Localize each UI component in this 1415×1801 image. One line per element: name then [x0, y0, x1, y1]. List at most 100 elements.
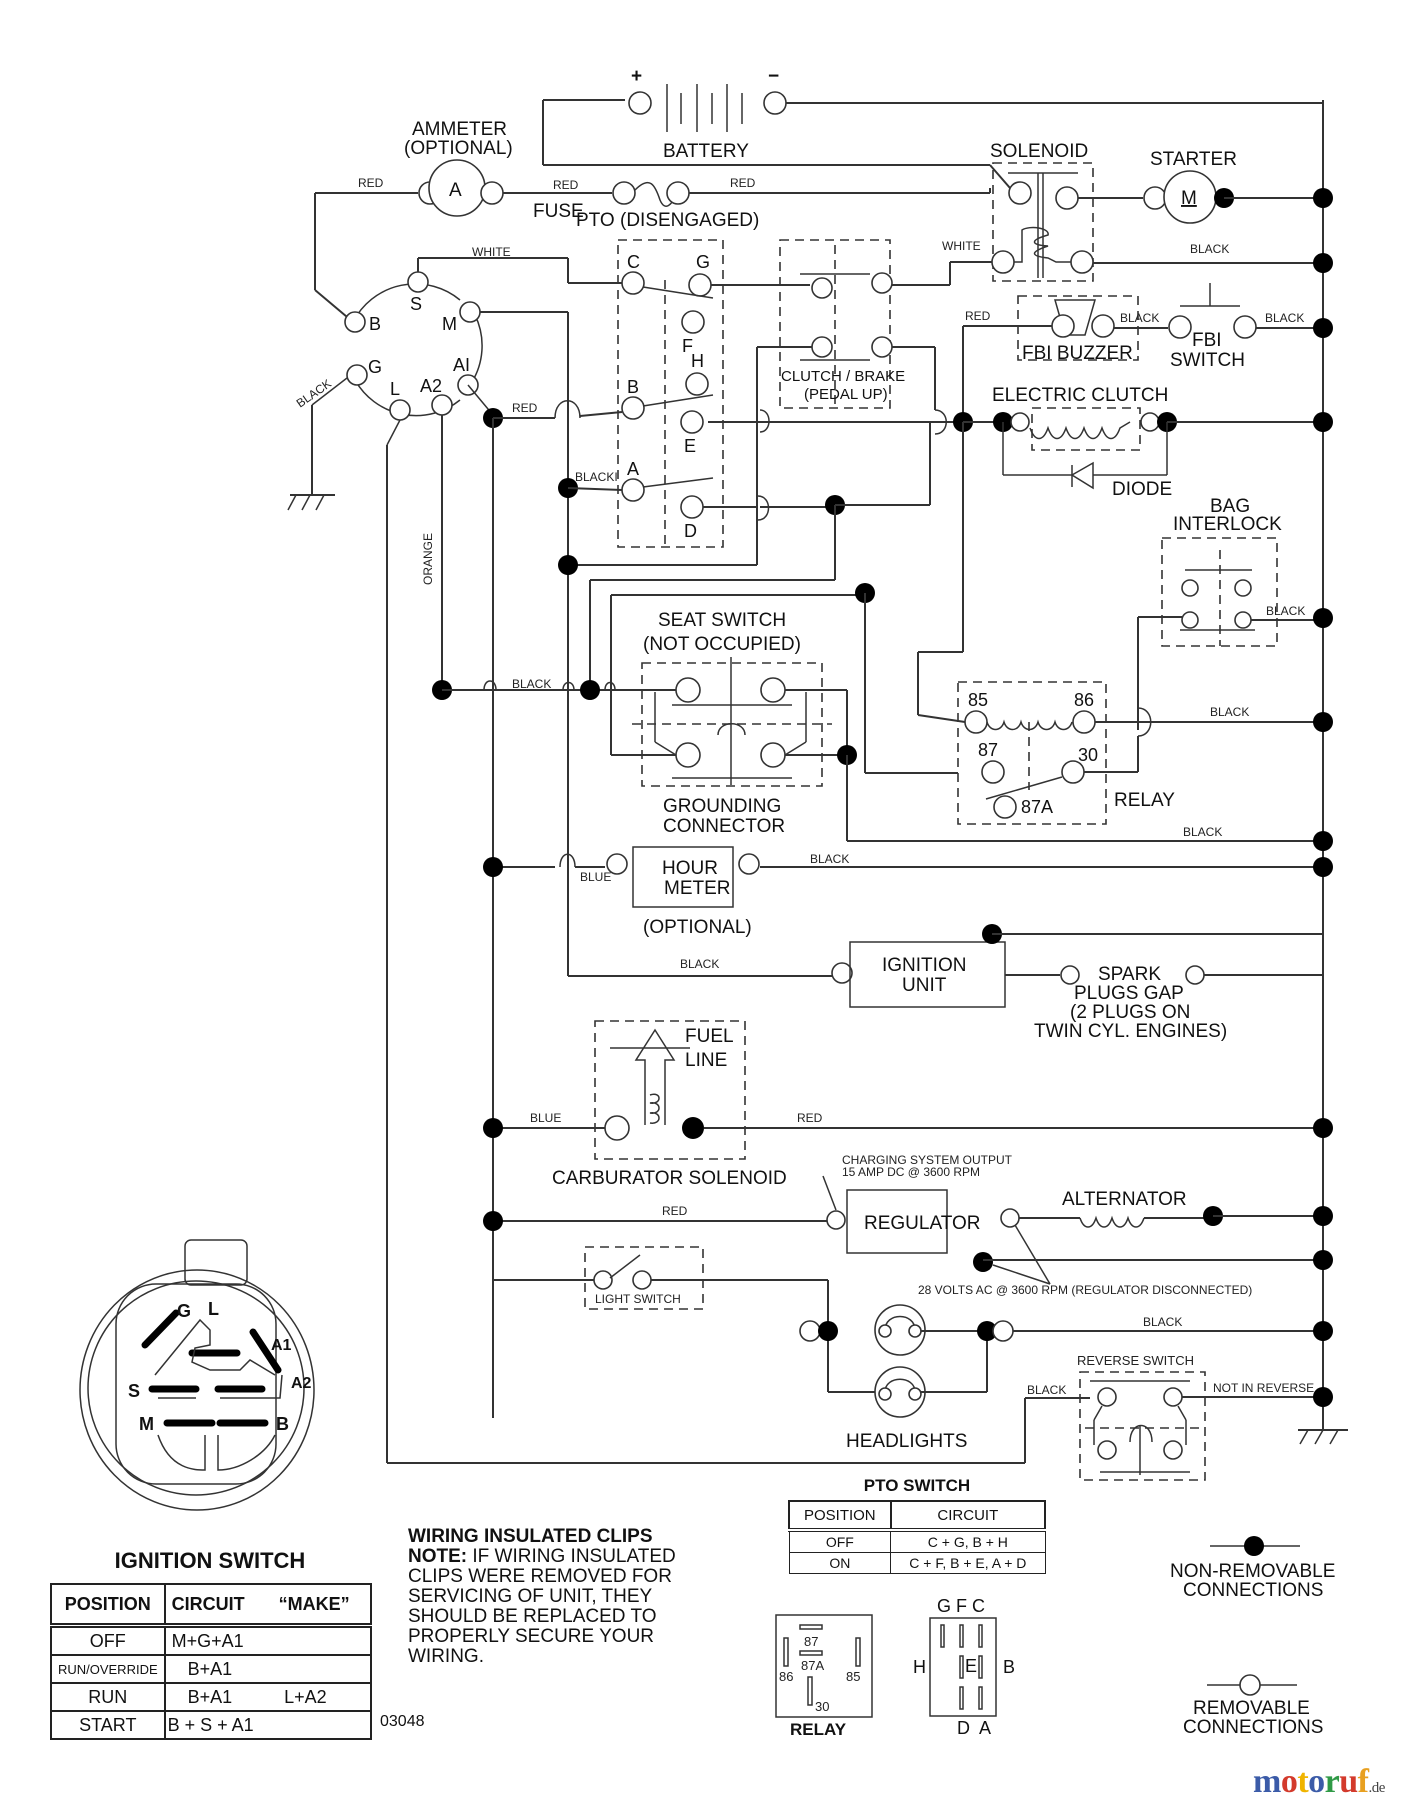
brand-letter: r — [1324, 1763, 1340, 1800]
spark-plugs-label: SPARK — [1098, 964, 1161, 985]
header-circuit: CIRCUIT — [171, 1593, 245, 1614]
junction-dot — [1313, 188, 1333, 208]
pto-connector-pin-h: H — [913, 1657, 926, 1677]
relay-pin-87: 87 — [978, 740, 998, 760]
diode-label: DIODE — [1112, 479, 1172, 500]
ground-icon — [287, 494, 335, 511]
fuse-label: FUSE — [533, 201, 584, 222]
wire-label-black: BLACK — [810, 852, 849, 866]
wire-label-red: RED — [662, 1204, 688, 1218]
cell-circuit: B + S + A1 — [163, 1710, 373, 1740]
pin-a2-label: A2 — [420, 376, 442, 396]
spark-plugs-note-2: TWIN CYL. ENGINES) — [1034, 1021, 1227, 1042]
wire-label-black: BLACK — [1120, 311, 1159, 325]
wire-label-black: BLACK — [680, 957, 719, 971]
face-pin-a1: A1 — [271, 1337, 292, 1354]
ignition-switch-title: IGNITION SWITCH — [114, 1548, 306, 1573]
battery-plus: + — [631, 66, 642, 87]
brand-letter: u — [1339, 1763, 1358, 1800]
pin-l-label: L — [390, 379, 400, 399]
table-row: OFF C + G, B + H — [788, 1529, 1046, 1553]
legend-removable-2: CONNECTIONS — [1183, 1717, 1323, 1738]
starter-symbol: M — [1181, 188, 1197, 209]
pto-pin-e: E — [684, 436, 696, 456]
wire-label-red: RED — [553, 178, 579, 192]
relay-coil-icon — [986, 719, 1073, 731]
ignition-unit-label: IGNITION — [882, 955, 966, 976]
electric-clutch-label: ELECTRIC CLUTCH — [992, 385, 1168, 406]
cell-position: OFF — [788, 1529, 892, 1553]
ammeter-label: AMMETER — [412, 119, 507, 140]
fbi-switch-label-2: SWITCH — [1170, 350, 1245, 371]
clutch-coil-icon — [1029, 421, 1131, 440]
header-position: POSITION — [788, 1500, 892, 1532]
make-value: L+A2 — [284, 1686, 327, 1707]
battery-label: BATTERY — [663, 141, 749, 162]
pto-pin-b: B — [627, 377, 639, 397]
pto-connector-top-pins: G F C — [937, 1596, 985, 1616]
circuit-value: B+A1 — [187, 1658, 233, 1679]
circuit-value: B + S + A1 — [167, 1714, 254, 1735]
cell-position: ON — [788, 1552, 892, 1574]
grounding-connector-label: GROUNDING — [663, 796, 781, 817]
bag-interlock-box — [1161, 537, 1278, 647]
legend-removable: REMOVABLE — [1193, 1698, 1310, 1719]
wire-label-black: BLACK — [1027, 1383, 1066, 1397]
pin-b-label: B — [369, 314, 381, 334]
spark-plug-terminal — [1060, 965, 1080, 985]
note-prefix: NOTE: — [408, 1546, 468, 1567]
ignition-unit-label-2: UNIT — [902, 975, 947, 996]
diagram-number: 03048 — [380, 1713, 425, 1730]
wire-label-blacki: BLACKI — [575, 470, 618, 484]
alternator-voltage-note: 28 VOLTS AC @ 3600 RPM (REGULATOR DISCON… — [918, 1283, 1252, 1297]
bag-interlock-label: BAG — [1210, 496, 1250, 517]
header-circuit: CIRCUIT — [889, 1500, 1047, 1532]
relay-pin-87a: 87A — [1021, 797, 1053, 817]
note-title: WIRING INSULATED CLIPS — [408, 1526, 653, 1547]
seat-switch-box — [641, 662, 823, 787]
battery-minus: − — [768, 66, 779, 87]
wire-label-black: BLACK — [1210, 705, 1249, 719]
reverse-switch-label: REVERSE SWITCH — [1077, 1353, 1194, 1368]
wire-label-black: BLACK — [1265, 311, 1304, 325]
headlight-icon — [874, 1366, 926, 1418]
ammeter-optional: (OPTIONAL) — [404, 138, 513, 159]
grounding-connector-label-2: CONNECTOR — [663, 816, 785, 837]
pto-pin-f: F — [682, 336, 693, 356]
note-text: IF WIRING INSULATED CLIPS WERE REMOVED F… — [408, 1546, 676, 1667]
seat-switch-state: (NOT OCCUPIED) — [643, 634, 801, 655]
relay-pin-86: 86 — [1074, 690, 1094, 710]
cell-circuit: M+G+A1 — [163, 1624, 373, 1656]
table-row: OFF M+G+A1 — [50, 1624, 373, 1656]
pto-connector-bottom-pins: D A — [957, 1718, 991, 1738]
wire-label-black: BLACK — [1190, 242, 1229, 256]
ammeter-terminal-out — [480, 181, 504, 205]
wire-label-black: BLACK — [1266, 604, 1305, 618]
ignition-switch-table: POSITION CIRCUIT “MAKE” OFF M+G+A1 RUN/O… — [50, 1583, 373, 1740]
brand-tld: .de — [1368, 1780, 1386, 1796]
wire-label-white: WHITE — [472, 245, 511, 259]
pto-switch-table: POSITION CIRCUIT OFF C + G, B + H ON C +… — [788, 1500, 1047, 1574]
pto-connector-pin-b: B — [1003, 1657, 1015, 1677]
fuel-line-arrow-icon — [634, 1028, 676, 1125]
cell-position: RUN/OVERRIDE — [50, 1654, 166, 1684]
header-position: POSITION — [50, 1583, 166, 1628]
regulator-box — [846, 1189, 948, 1254]
pin-a1-label: AI — [453, 355, 470, 375]
electric-clutch-box — [1031, 407, 1141, 451]
wire-label-blue: BLUE — [530, 1111, 561, 1125]
circuit-value: M+G+A1 — [171, 1630, 244, 1651]
wire-label-orange: ORANGE — [421, 533, 435, 585]
header-circuit-make: CIRCUIT “MAKE” — [163, 1583, 373, 1628]
not-in-reverse-label: NOT IN REVERSE — [1213, 1381, 1314, 1395]
face-pin-g: G — [177, 1301, 191, 1321]
face-pin-a2: A2 — [291, 1375, 312, 1392]
alternator-label: ALTERNATOR — [1062, 1189, 1187, 1210]
relay-pinout-86: 86 — [779, 1669, 793, 1684]
wire-label-blue: BLUE — [580, 870, 611, 884]
solenoid-box — [992, 162, 1094, 282]
wiring-clips-note: WIRING INSULATED CLIPS NOTE: IF WIRING I… — [408, 1527, 708, 1667]
